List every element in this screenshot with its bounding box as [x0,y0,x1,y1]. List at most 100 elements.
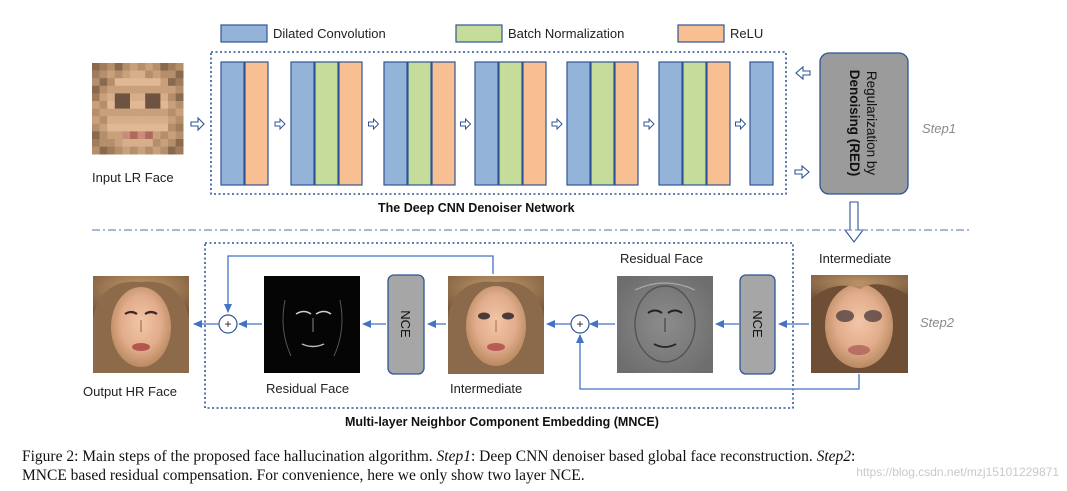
cnn-flow-arrow-icon [274,117,286,131]
lr-face-pixel [145,85,154,94]
cnn-flow-arrow-icon [643,117,655,131]
lr-face-pixel [99,63,108,71]
legend-swatch-bn [455,24,503,43]
lr-face-pixel [92,70,100,79]
caption-step1-name: Step1 [436,448,471,465]
arrow-red-to-network-icon [795,65,811,81]
lr-face-pixel [137,108,146,117]
cnn-block-conv [658,61,683,186]
lr-face-pixel [175,93,184,102]
skip-connection-right [576,334,860,390]
cnn-flow-arrow-icon [460,117,472,131]
lr-face-pixel [168,78,176,87]
lr-face-pixel [99,139,108,147]
lr-face-pixel [114,116,123,125]
cnn-layer-blocks [220,61,774,186]
lr-face-pixel [99,116,108,125]
lr-face-pixel [92,101,100,109]
lr-face-pixel [92,146,100,155]
cnn-block-bn [682,61,707,186]
lr-face-pixel [92,116,100,125]
lr-face-pixel [122,63,131,71]
cnn-flow-arrow-icon [368,117,380,131]
cnn-block-relu [614,61,639,186]
red-label-line1: Regularization by [864,71,879,176]
lr-face-pixel [122,85,131,94]
intermediate-face-middle [448,276,544,374]
intermediate-label-step1: Intermediate [819,251,891,266]
cnn-block-conv [474,61,499,186]
legend-label-bn: Batch Normalization [508,26,624,41]
lr-face-pixel [137,93,146,102]
lr-face-pixel [92,108,100,117]
residual-face-bottom [264,276,360,373]
lr-face-pixel [145,108,154,117]
lr-face-pixel [152,78,161,87]
lr-face-pixel [122,70,131,79]
intermediate-label-step2: Intermediate [450,381,522,396]
lr-face-pixel [130,70,138,79]
red-label-line2: Denoising (RED) [847,70,862,177]
caption-line2: MNCE based residual compensation. For co… [22,467,585,484]
lr-face-pixel [145,70,154,79]
lr-face-pixel [114,139,123,147]
lr-face-pixel [92,131,100,140]
lr-face-pixel [160,70,169,79]
arrow-network-to-red-icon [794,164,810,180]
lr-face-pixel [175,131,184,140]
lr-face-pixel [168,101,176,109]
lr-face-pixel [92,123,100,132]
nce-box-right [739,274,776,375]
lr-face-pixel [160,78,169,87]
lr-face-pixel [122,123,131,132]
lr-face-pixel [114,146,123,155]
watermark: https://blog.csdn.net/mzj15101229871 [856,465,1059,479]
lr-face-pixel [107,131,116,140]
lr-face-pixel [137,146,146,155]
lr-face-pixel [152,146,161,155]
arrow-input-to-network-icon [190,116,205,132]
lr-face-pixel [175,146,184,155]
lr-face-pixel [107,146,116,155]
lr-face-pixel [99,85,108,94]
lr-face-pixel [130,101,138,109]
lr-face-pixel [160,63,169,71]
lr-face-pixel [99,146,108,155]
skip-connection-left [224,255,494,313]
lr-face-pixel [137,85,146,94]
lr-face-pixel [168,146,176,155]
plus-right-symbol: + [576,317,583,331]
legend-swatch-relu [677,24,725,43]
legend-label-relu: ReLU [730,26,763,41]
lr-face-pixel [122,139,131,147]
lr-face-pixel [137,123,146,132]
lr-face-pixel [137,101,146,109]
lr-face-pixel [145,101,154,109]
lr-face-pixel [152,131,161,140]
nce-label-left: NCE [398,310,413,338]
lr-face-pixel [99,70,108,79]
caption-step2-text: : [851,448,856,465]
lr-face-pixel [168,123,176,132]
intermediate-face-blurry [811,275,908,373]
step2-label: Step2 [920,315,955,330]
lr-face-pixel [137,131,146,140]
lr-face-pixel [130,63,138,71]
lr-face-pixel [152,101,161,109]
lr-face-pixel [114,70,123,79]
cnn-block-conv [749,61,774,186]
lr-face-pixel [92,78,100,87]
input-lr-face [92,63,184,155]
cnn-block-relu [338,61,363,186]
nce-box-left [387,274,425,375]
lr-face-pixel [152,123,161,132]
lr-face-pixel [122,93,131,102]
lr-face-pixel [168,131,176,140]
lr-face-pixel [168,63,176,71]
lr-face-pixel [160,101,169,109]
cnn-block-conv [220,61,245,186]
cnn-block-bn [314,61,339,186]
mnce-label: Multi-layer Neighbor Component Embedding… [345,415,659,429]
lr-face-pixel [137,63,146,71]
